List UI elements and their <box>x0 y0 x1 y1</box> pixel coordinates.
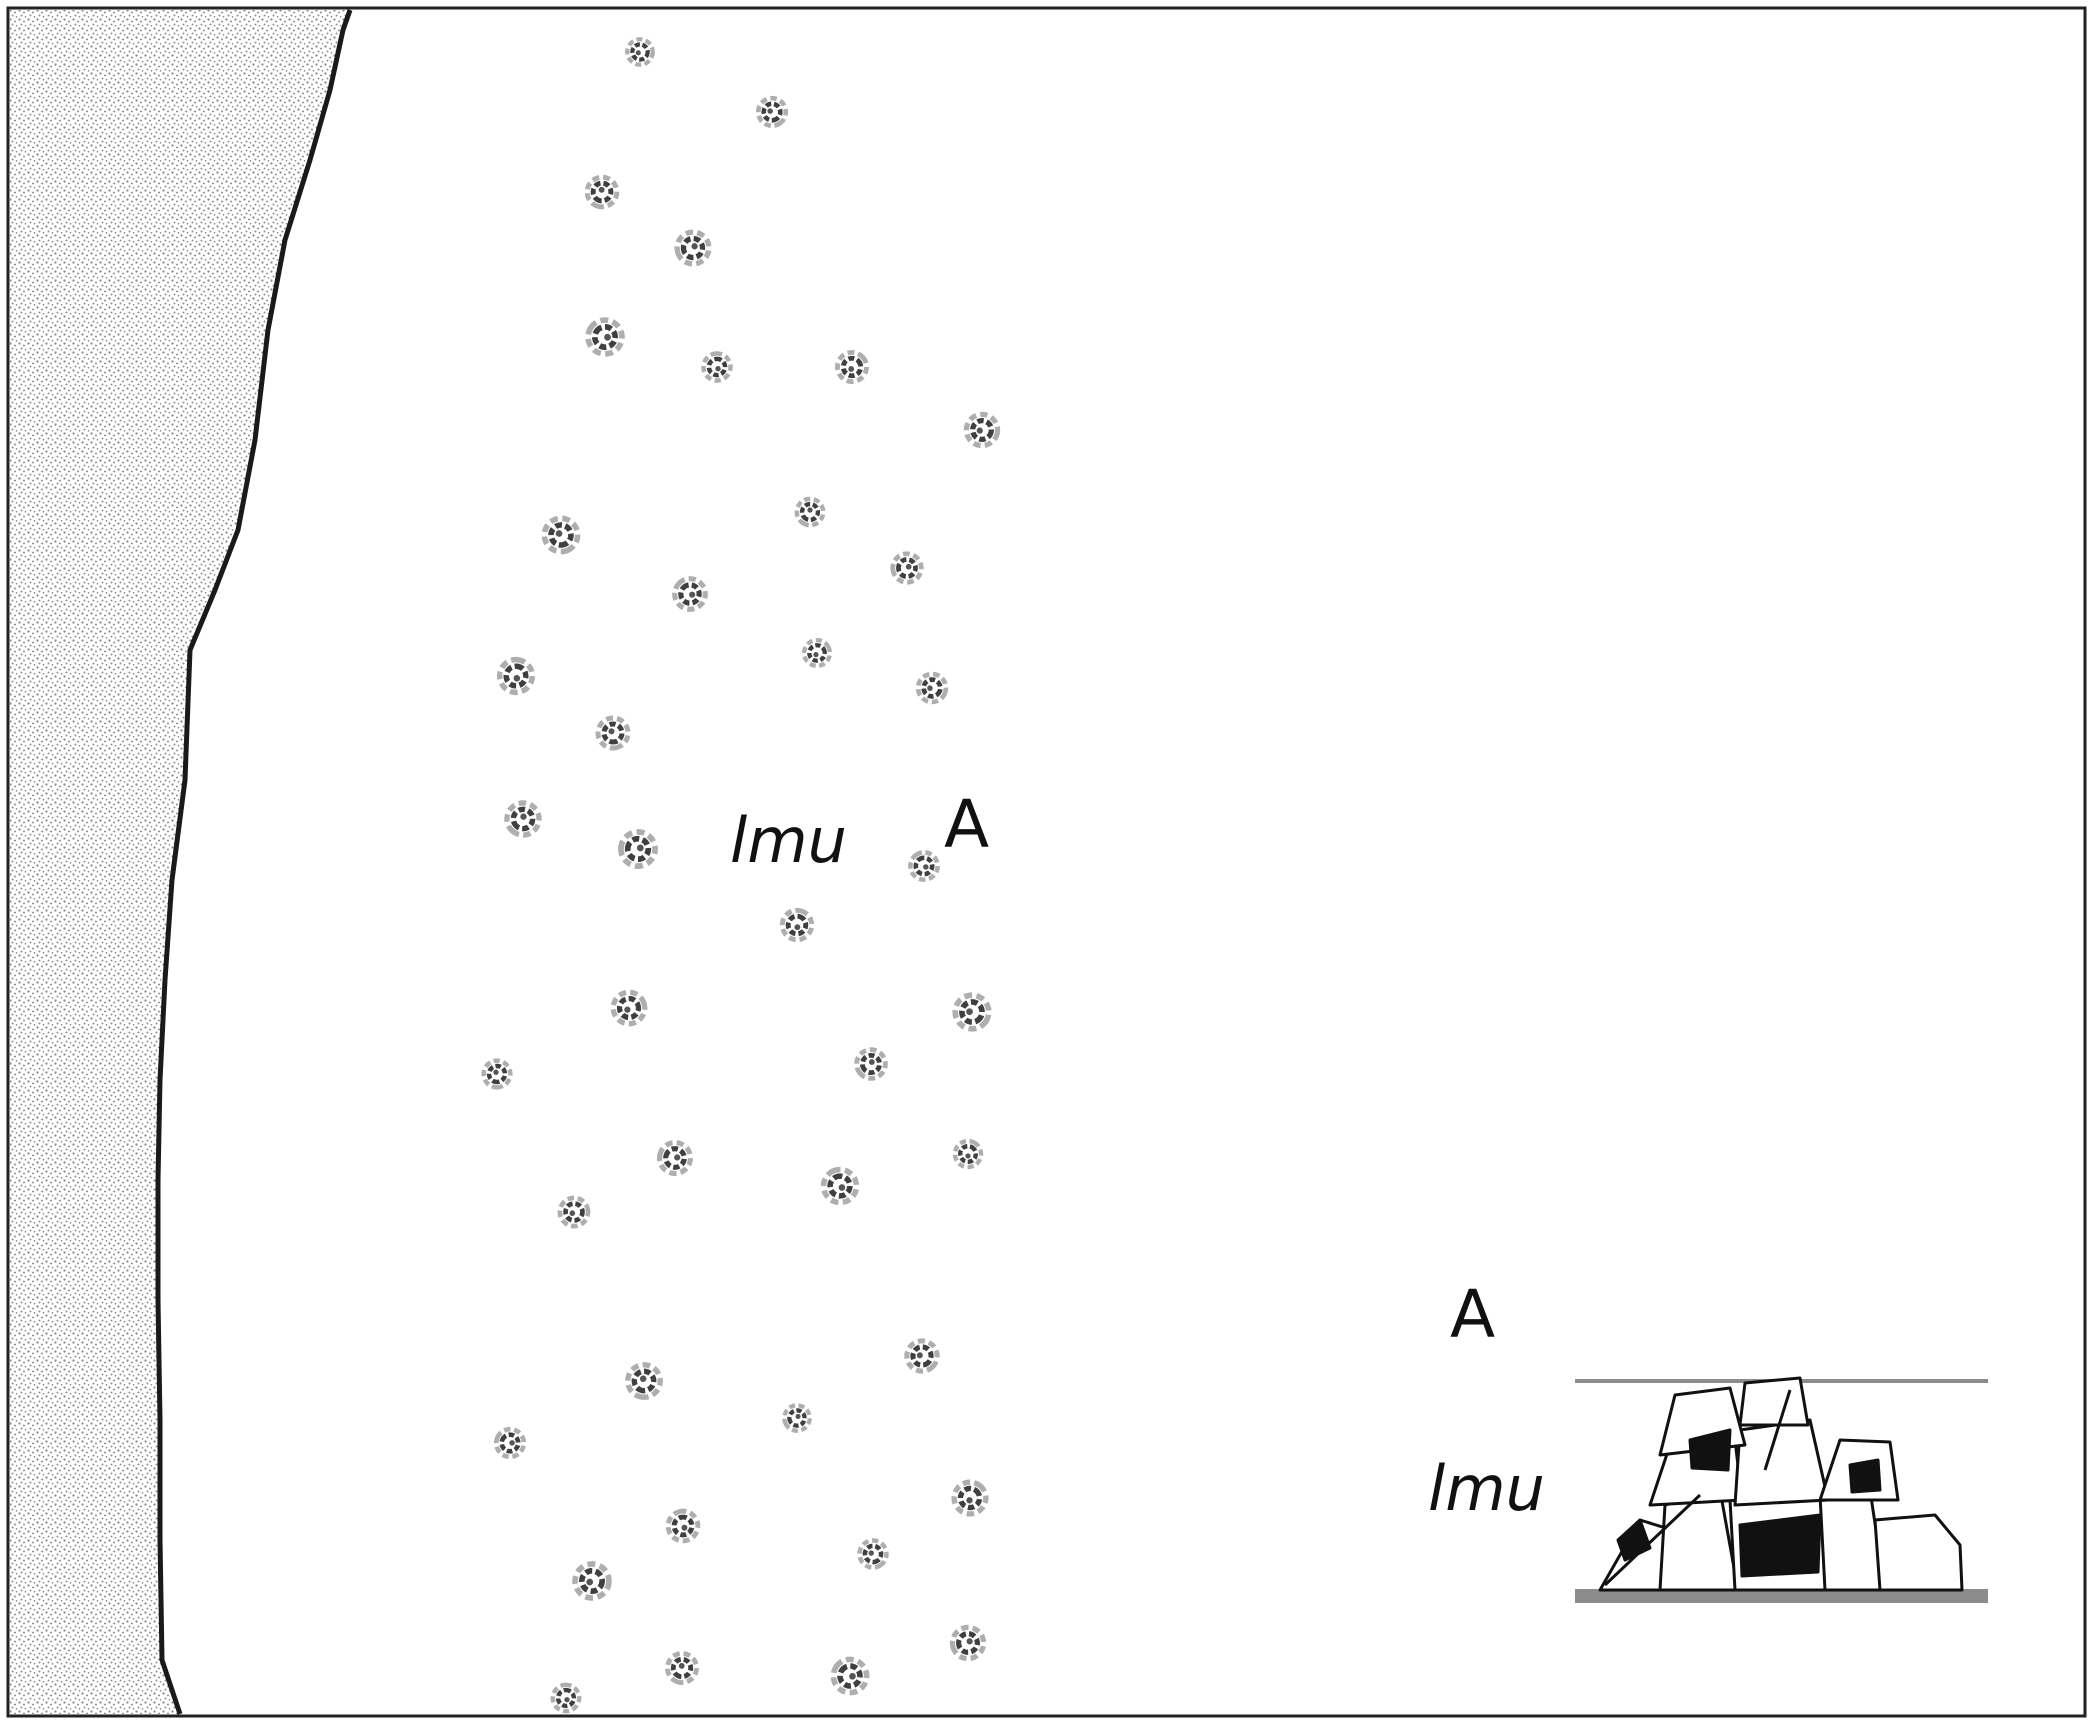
stippled-zone <box>10 10 350 1714</box>
legend-section-label-a: A <box>1450 1276 1496 1353</box>
boulder-icon <box>574 1563 609 1598</box>
shoreline-boundary <box>155 9 353 1715</box>
legend-unit-label-lmu: lmu <box>1428 1452 1545 1525</box>
unit-label-lmu: lmu <box>730 804 847 877</box>
section-label-a: A <box>944 786 990 863</box>
boulder-icon <box>621 832 656 867</box>
legend-boulder-cluster-icon <box>1575 1376 1988 1603</box>
